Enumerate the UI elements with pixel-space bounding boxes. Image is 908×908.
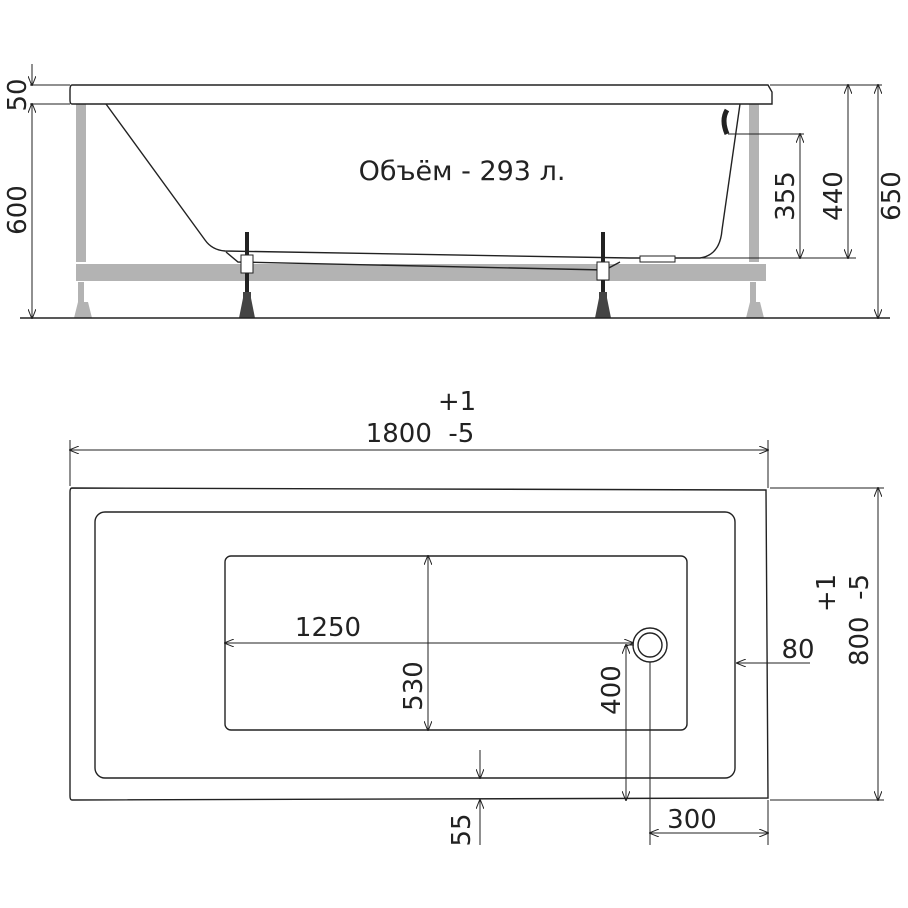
dim-55: 55 [447,813,477,846]
dim-400: 400 [597,665,627,715]
dim-300: 300 [667,805,717,835]
dim-355: 355 [771,171,801,221]
volume-label: Объём - 293 л. [359,156,566,187]
inner-rim [94,511,736,779]
dim-440: 440 [819,171,849,221]
frame [74,104,766,318]
tub-body [105,103,741,259]
dim-600: 600 [3,185,33,235]
leg-left [239,232,255,318]
dim-rim: 50 [3,78,33,111]
dim-80: 80 [781,635,814,665]
dim-1250: 1250 [295,613,361,643]
dim-530: 530 [399,661,429,711]
dim-width: 800 -5 [845,574,875,666]
side-view: Объём - 293 л. 50 600 355 440 650 [3,64,907,318]
dim-length: 1800 -5 [366,419,475,449]
leg-right [595,232,611,318]
top-view: +1 1800 -5 +1 800 -5 1250 530 400 300 80… [70,387,884,847]
dim-650: 650 [877,171,907,221]
length-tolerance: +1 [438,387,476,417]
tub-outline [69,487,769,801]
tub-rim [69,84,773,105]
width-tolerance: +1 [812,574,842,612]
